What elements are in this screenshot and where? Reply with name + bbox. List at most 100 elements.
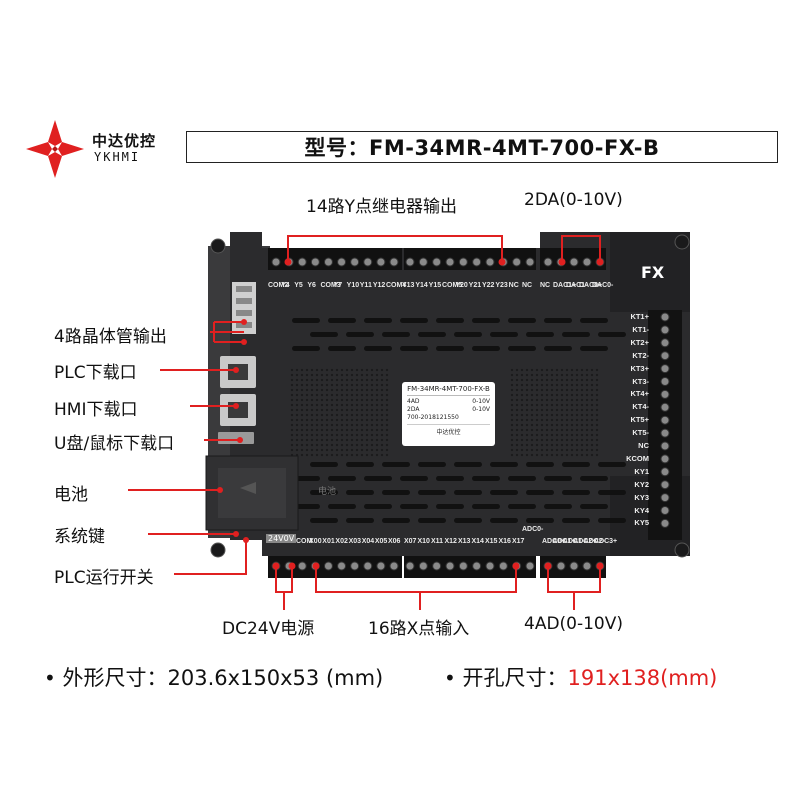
grille-dot <box>530 408 534 412</box>
grille-dot <box>555 423 559 427</box>
terminal-screw-icon <box>498 561 508 571</box>
terminal-screw-icon <box>376 561 386 571</box>
grille-dot <box>560 368 564 372</box>
grille-dot <box>345 388 349 392</box>
grille-dot <box>305 413 309 417</box>
terminal-label: NC <box>508 282 519 289</box>
grille-dot <box>325 403 329 407</box>
grille-dot <box>545 378 549 382</box>
grille-dot <box>295 378 299 382</box>
terminal-screw-icon <box>582 561 592 571</box>
grille-dot <box>345 418 349 422</box>
grille-dot <box>360 418 364 422</box>
grille-dot <box>510 383 514 387</box>
grille-dot <box>575 443 579 447</box>
grille-dot <box>310 373 314 377</box>
grille-dot <box>370 413 374 417</box>
grille-dot <box>300 433 304 437</box>
grille-dot <box>510 388 514 392</box>
grille-dot <box>330 398 334 402</box>
grille-dot <box>310 453 314 457</box>
grille-dot <box>575 438 579 442</box>
grille-dot <box>335 453 339 457</box>
grille-dot <box>560 408 564 412</box>
grille-dot <box>565 383 569 387</box>
vent-slot <box>598 518 626 523</box>
terminal-label: Y5 <box>294 282 303 289</box>
terminal-screw-icon <box>660 428 670 438</box>
grille-dot <box>335 418 339 422</box>
terminal-label: Y7 <box>333 282 343 289</box>
grille-dot <box>325 423 329 427</box>
grille-dot <box>580 423 584 427</box>
grille-dot <box>375 393 379 397</box>
grille-dot <box>520 413 524 417</box>
grille-dot <box>570 443 574 447</box>
grille-dot <box>380 448 384 452</box>
grille-dot <box>370 428 374 432</box>
grille-dot <box>595 368 599 372</box>
grille-dot <box>535 438 539 442</box>
grille-dot <box>540 433 544 437</box>
grille-dot <box>380 403 384 407</box>
grille-dot <box>520 373 524 377</box>
grille-dot <box>370 368 374 372</box>
grille-dot <box>325 413 329 417</box>
grille-dot <box>545 368 549 372</box>
grille-dot <box>535 398 539 402</box>
grille-dot <box>290 433 294 437</box>
callout-da: 2DA(0-10V) <box>524 190 623 210</box>
grille-dot <box>360 393 364 397</box>
grille-dot <box>590 413 594 417</box>
grille-dot <box>325 383 329 387</box>
terminal-screw-icon <box>543 257 553 267</box>
grille-dot <box>305 433 309 437</box>
terminal-label: X17 <box>512 538 525 545</box>
grille-dot <box>305 378 309 382</box>
grille-dot <box>545 418 549 422</box>
grille-dot <box>340 388 344 392</box>
terminal-label: KT4+ <box>630 389 649 399</box>
grille-dot <box>550 368 554 372</box>
grille-dot <box>370 388 374 392</box>
vent-slot <box>382 490 410 495</box>
grille-dot <box>570 408 574 412</box>
terminal-screw-icon <box>458 257 468 267</box>
grille-dot <box>560 388 564 392</box>
grille-dot <box>295 428 299 432</box>
grille-dot <box>345 423 349 427</box>
grille-dot <box>350 368 354 372</box>
grille-dot <box>365 373 369 377</box>
grille-dot <box>545 398 549 402</box>
grille-dot <box>305 373 309 377</box>
grille-dot <box>385 368 389 372</box>
grille-dot <box>510 408 514 412</box>
grille-dot <box>585 373 589 377</box>
grille-dot <box>290 408 294 412</box>
grille-dot <box>315 448 319 452</box>
grille-dot <box>305 393 309 397</box>
vent-slot <box>508 346 536 351</box>
grille-dot <box>340 423 344 427</box>
vent-slot <box>472 476 500 481</box>
grille-dot <box>385 408 389 412</box>
grille-dot <box>510 453 514 457</box>
grille-dot <box>290 443 294 447</box>
grille-dot <box>370 448 374 452</box>
grille-dot <box>570 388 574 392</box>
grille-dot <box>375 413 379 417</box>
grille-dot <box>355 433 359 437</box>
grille-dot <box>355 428 359 432</box>
grille-dot <box>525 413 529 417</box>
grille-dot <box>550 383 554 387</box>
grille-dot <box>535 403 539 407</box>
grille-dot <box>360 428 364 432</box>
grille-dot <box>580 443 584 447</box>
grille-dot <box>510 438 514 442</box>
grille-dot <box>335 398 339 402</box>
grille-dot <box>550 438 554 442</box>
terminal-label: ADC1- <box>562 538 585 545</box>
grille-dot <box>380 443 384 447</box>
grille-dot <box>550 418 554 422</box>
